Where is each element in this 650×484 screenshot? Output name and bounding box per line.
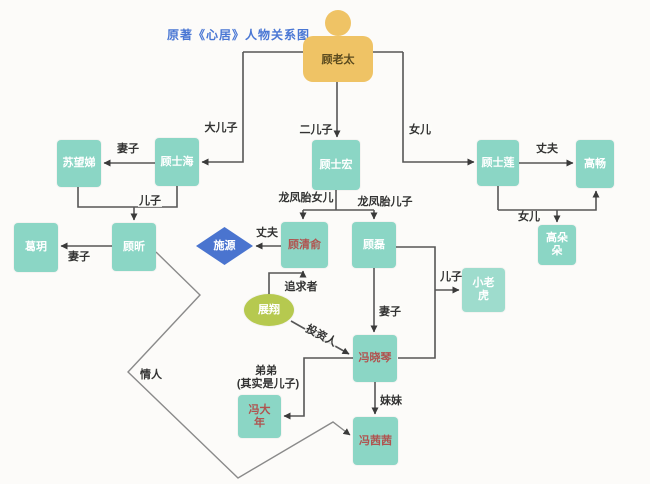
node-gu-qingyu: 顾清俞: [281, 222, 328, 268]
edge-label-wife-fengxiaoqin: 妻子: [378, 306, 402, 318]
node-gu-lei: 顾磊: [352, 222, 396, 268]
edge-son-bracket: [77, 186, 178, 208]
node-label-line: 冯大: [248, 403, 271, 416]
edge-label-son-xiaolaohu: 儿子: [439, 271, 463, 283]
node-ge-yue: 葛玥: [14, 223, 58, 272]
node-label-line: 年: [254, 416, 265, 429]
edge-label-sister: 妹妹: [379, 395, 403, 407]
node-gu-shilian: 顾士莲: [477, 140, 519, 186]
edge-lover: [127, 251, 351, 479]
edge-label-brother-2: (其实是儿子): [235, 378, 301, 390]
node-gao-duoduo: 高朵朵: [538, 225, 576, 265]
edge-label-twin-son: 龙凤胎儿子: [356, 196, 414, 208]
edge-label-lover: 情人: [139, 369, 163, 381]
node-feng-xiaoqin: 冯晓琴: [353, 335, 397, 382]
edge-label-brother: 弟弟: [254, 365, 278, 377]
node-feng-danian: 冯大年: [238, 395, 281, 438]
edge-label-suitor: 追求者: [283, 281, 319, 293]
node-gu-laotai: 顾老太: [303, 36, 373, 82]
edge-label-husband-gaochang: 丈夫: [535, 143, 559, 155]
node-label-line: 虎: [478, 290, 489, 302]
node-zhan-xiang: 展翔: [244, 294, 294, 326]
edge-label-son-guxin: 儿子: [138, 195, 162, 207]
node-xiao-laohu: 小老虎: [462, 268, 505, 312]
node-label-line: 高朵: [546, 232, 568, 244]
edge-label-daughter-gaoduoduo: 女儿: [517, 211, 541, 223]
edge-label-wife-suwangdi: 妻子: [116, 143, 140, 155]
node-gu-shihai: 顾士海: [155, 138, 199, 186]
edge-label-wife-geyue: 妻子: [67, 251, 91, 263]
diagram-title: 原著《心居》人物关系图: [167, 28, 311, 42]
edge-label-twin-daughter: 龙凤胎女儿: [277, 192, 335, 204]
edge-daughter-gushilian: [402, 52, 475, 166]
edge-brother: [283, 357, 353, 420]
edge-gao-bracket: [498, 190, 600, 211]
node-su-wangdi: 苏望娣: [57, 140, 101, 187]
node-gu-xin: 顾昕: [112, 223, 156, 271]
node-gao-chang: 高畅: [576, 140, 614, 188]
edge-suitor: [268, 270, 307, 295]
edge-label-eldest-son: 大儿子: [203, 122, 239, 134]
edge-label-daughter-gushilian: 女儿: [408, 124, 432, 136]
person-head-icon: [325, 10, 351, 36]
edge-eldest-son: [201, 52, 244, 166]
node-label-line: 小老: [472, 277, 495, 289]
edge-son-bracket2: [396, 246, 436, 359]
node-feng-qianqian: 冯茜茜: [353, 417, 398, 465]
node-label-line: 朵: [551, 245, 563, 257]
edge-label-husband-shiyuan: 丈夫: [255, 227, 279, 239]
node-gu-shihong: 顾士宏: [312, 140, 360, 190]
edge-label-second-son: 二儿子: [298, 124, 334, 136]
